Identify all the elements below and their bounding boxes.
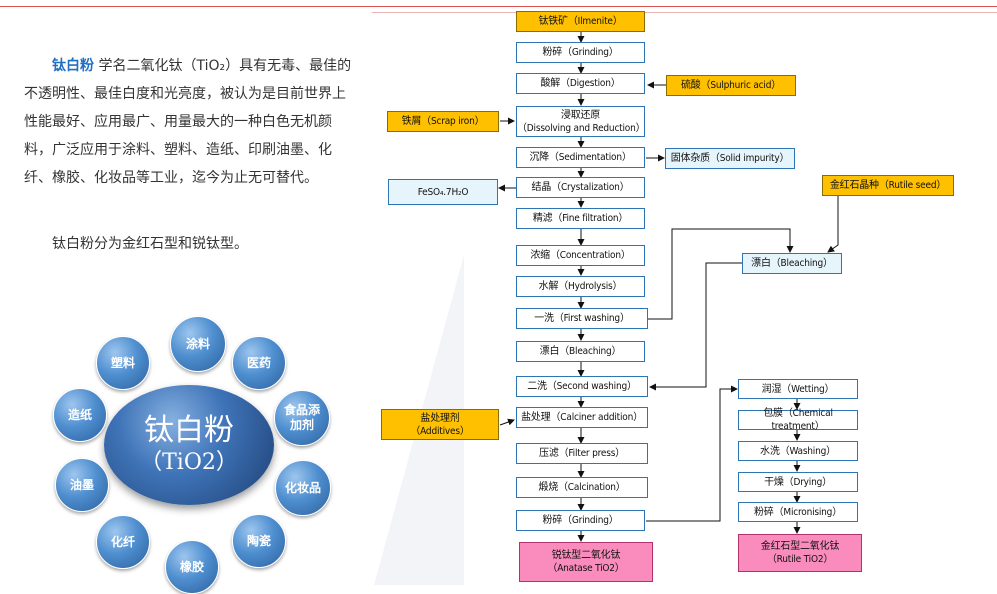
- solid-impurity-output: 固体杂质（Solid impurity）: [665, 148, 795, 169]
- process-step: 粉碎（Grinding）: [516, 510, 645, 531]
- process-step: 浸取还原 （Dissolving and Reduction）: [516, 106, 646, 137]
- additives-input: 盐处理剂 （Additives）: [381, 409, 499, 440]
- application-bubble: 橡胶: [165, 540, 219, 594]
- rutile-step: 干燥（Drying）: [738, 472, 858, 492]
- process-step: 酸解（Digestion）: [516, 73, 645, 94]
- rutile-product: 金红石型二氧化钛 （Rutile TiO2）: [738, 534, 862, 572]
- process-step: 煅烧（Calcination）: [516, 477, 648, 498]
- rutile-step: 包膜（Chemical treatment）: [738, 408, 858, 432]
- process-step: 压滤（Filter press）: [516, 443, 648, 464]
- process-step: 钛铁矿（Ilmenite）: [516, 11, 645, 32]
- rutile-step: 水洗（Washing）: [738, 441, 858, 461]
- rutile-step: 润湿（Wetting）: [738, 379, 858, 399]
- scrap-iron-input: 铁屑（Scrap iron）: [387, 111, 499, 132]
- application-bubble: 涂料: [170, 316, 226, 372]
- rutile-seed-input: 金红石晶种（Rutile seed）: [822, 175, 954, 196]
- application-bubble: 化纤: [96, 515, 150, 569]
- intro-body: 最佳的不透明性、最佳白度和光亮度，被认为是目前世界上性能最好、应用最广、用量最大…: [24, 58, 352, 186]
- process-step: 漂白（Bleaching）: [516, 341, 645, 362]
- process-step: 水解（Hydrolysis）: [516, 276, 645, 297]
- process-step: 盐处理（Calciner addition）: [516, 407, 648, 428]
- highlight-term: 钛白粉: [52, 58, 94, 74]
- center-formula: （TiO2）: [140, 450, 238, 475]
- application-bubble: 造纸: [53, 388, 107, 442]
- process-step: 一洗（First washing）: [516, 308, 648, 329]
- bleaching-secondary: 漂白（Bleaching）: [742, 253, 842, 274]
- intro-types: 钛白粉分为金红石型和锐钛型。: [52, 236, 248, 252]
- process-step: 沉降（Sedimentation）: [516, 147, 645, 168]
- anatase-product: 锐钛型二氧化钛 （Anatase TiO2）: [519, 542, 653, 582]
- application-bubble: 化妆品: [275, 460, 331, 516]
- header-rule: [0, 6, 997, 7]
- center-bubble: 钛白粉 （TiO2）: [104, 385, 274, 505]
- application-bubble: 食品添加剂: [274, 390, 330, 446]
- rutile-step: 粉碎（Micronising）: [738, 502, 858, 522]
- process-step: 结晶（Crystalization）: [516, 177, 645, 198]
- header-rule-secondary: [372, 12, 997, 13]
- feso4-output: FeSO₄.7H₂O: [388, 179, 498, 205]
- application-bubble: 医药: [232, 336, 286, 390]
- process-step: 精滤（Fine filtration）: [516, 208, 645, 229]
- process-step: 浓缩（Concentration）: [516, 245, 645, 266]
- sulphuric-acid-input: 硫酸（Sulphuric acid）: [666, 75, 796, 96]
- application-bubble: 陶瓷: [232, 514, 286, 568]
- process-step: 二洗（Second washing）: [516, 376, 648, 397]
- intro-line1: 学名二氧化钛（TiO₂）具有无毒、: [98, 58, 310, 74]
- application-bubble: 塑料: [96, 336, 150, 390]
- application-bubble: 油墨: [55, 458, 109, 512]
- center-title: 钛白粉: [144, 413, 234, 448]
- process-step: 粉碎（Grinding）: [516, 42, 645, 63]
- intro-paragraph: 钛白粉 学名二氧化钛（TiO₂）具有无毒、最佳的不透明性、最佳白度和光亮度，被认…: [24, 52, 359, 192]
